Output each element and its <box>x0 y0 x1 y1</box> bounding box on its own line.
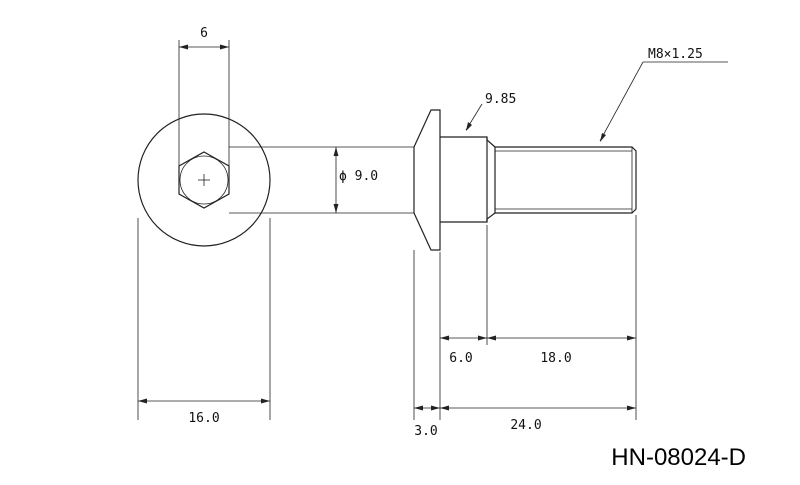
thread-spec-leader <box>599 61 644 142</box>
neck-step <box>486 137 496 222</box>
part-code-label: HN-08024-D <box>611 444 746 471</box>
shank-diameter-label: ϕ 9.0 <box>339 169 378 184</box>
shank-len-arrow-left <box>440 335 449 341</box>
head-outline-circle <box>137 113 271 247</box>
head-thk-arrow-right <box>431 405 440 411</box>
end-view: 6 16.0 <box>137 26 271 426</box>
head-arrow-left <box>138 398 147 404</box>
head-diameter-label: 16.0 <box>188 411 219 426</box>
neck-diameter-label: 9.85 <box>485 92 516 107</box>
socket-inner-circle <box>179 155 229 205</box>
shank-dia-arrow-bottom <box>333 204 339 213</box>
thread-spec-label: M8×1.25 <box>648 47 703 62</box>
thread-len-arrow-left <box>487 335 496 341</box>
total-len-arrow-left <box>440 405 449 411</box>
shank-length-label: 6.0 <box>449 351 472 366</box>
total-len-arrow-right <box>627 405 636 411</box>
thread-outline <box>494 146 637 214</box>
thread-length-label: 18.0 <box>540 351 571 366</box>
hex-socket-label: 6 <box>200 26 208 41</box>
hex-arrow-left <box>179 44 188 50</box>
shank-outline <box>440 136 488 223</box>
shank-len-arrow-right <box>478 335 487 341</box>
side-view: ϕ 9.0 9.85 M8×1.25 6.0 18.0 3.0 24.0 <box>229 47 728 439</box>
head-thk-arrow-left <box>414 405 423 411</box>
head-thickness-label: 3.0 <box>414 424 437 439</box>
neck-dia-arrow <box>466 122 472 131</box>
shank-dia-arrow-top <box>333 147 339 156</box>
total-length-label: 24.0 <box>510 418 541 433</box>
thread-len-arrow-right <box>627 335 636 341</box>
head-arrow-right <box>261 398 270 404</box>
head-profile <box>413 109 441 251</box>
hex-arrow-right <box>220 44 229 50</box>
thread-spec-arrow <box>600 133 606 142</box>
